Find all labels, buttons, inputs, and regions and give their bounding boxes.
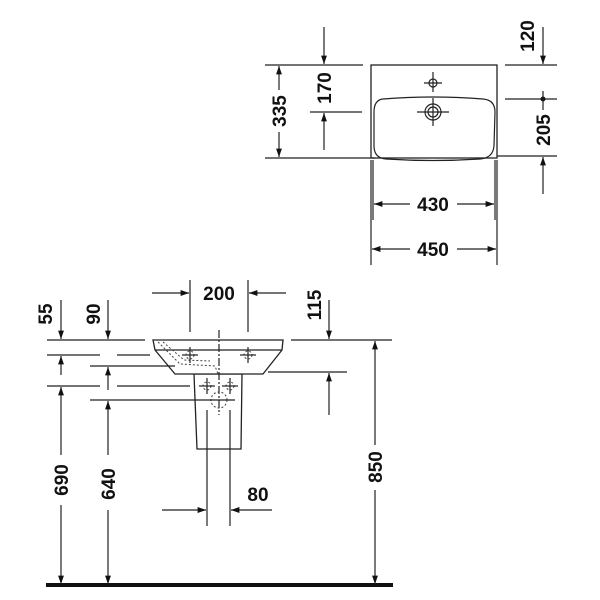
dim-115: 115 <box>305 289 326 320</box>
dim-335: 335 <box>270 95 291 127</box>
dim-850: 850 <box>366 451 387 483</box>
dim-170: 170 <box>315 72 336 104</box>
drain-icon <box>417 98 449 126</box>
dim-120: 120 <box>518 20 539 52</box>
dim-200: 200 <box>203 284 235 305</box>
pedestal <box>193 373 243 450</box>
side-view: 55 690 90 640 200 115 850 80 <box>36 280 393 587</box>
dim-640: 640 <box>99 468 120 500</box>
fixing-icon <box>182 347 256 409</box>
dim-205: 205 <box>534 114 555 146</box>
dim-90: 90 <box>84 303 105 324</box>
dim-450: 450 <box>417 240 449 261</box>
tap-hole-icon <box>424 72 442 92</box>
basin-bowl <box>373 96 496 162</box>
dim-690: 690 <box>52 464 73 496</box>
top-view: 335 170 120 205 430 450 <box>265 20 557 265</box>
dim-55: 55 <box>36 303 57 325</box>
dim-80: 80 <box>247 485 268 506</box>
dim-430: 430 <box>417 195 449 216</box>
